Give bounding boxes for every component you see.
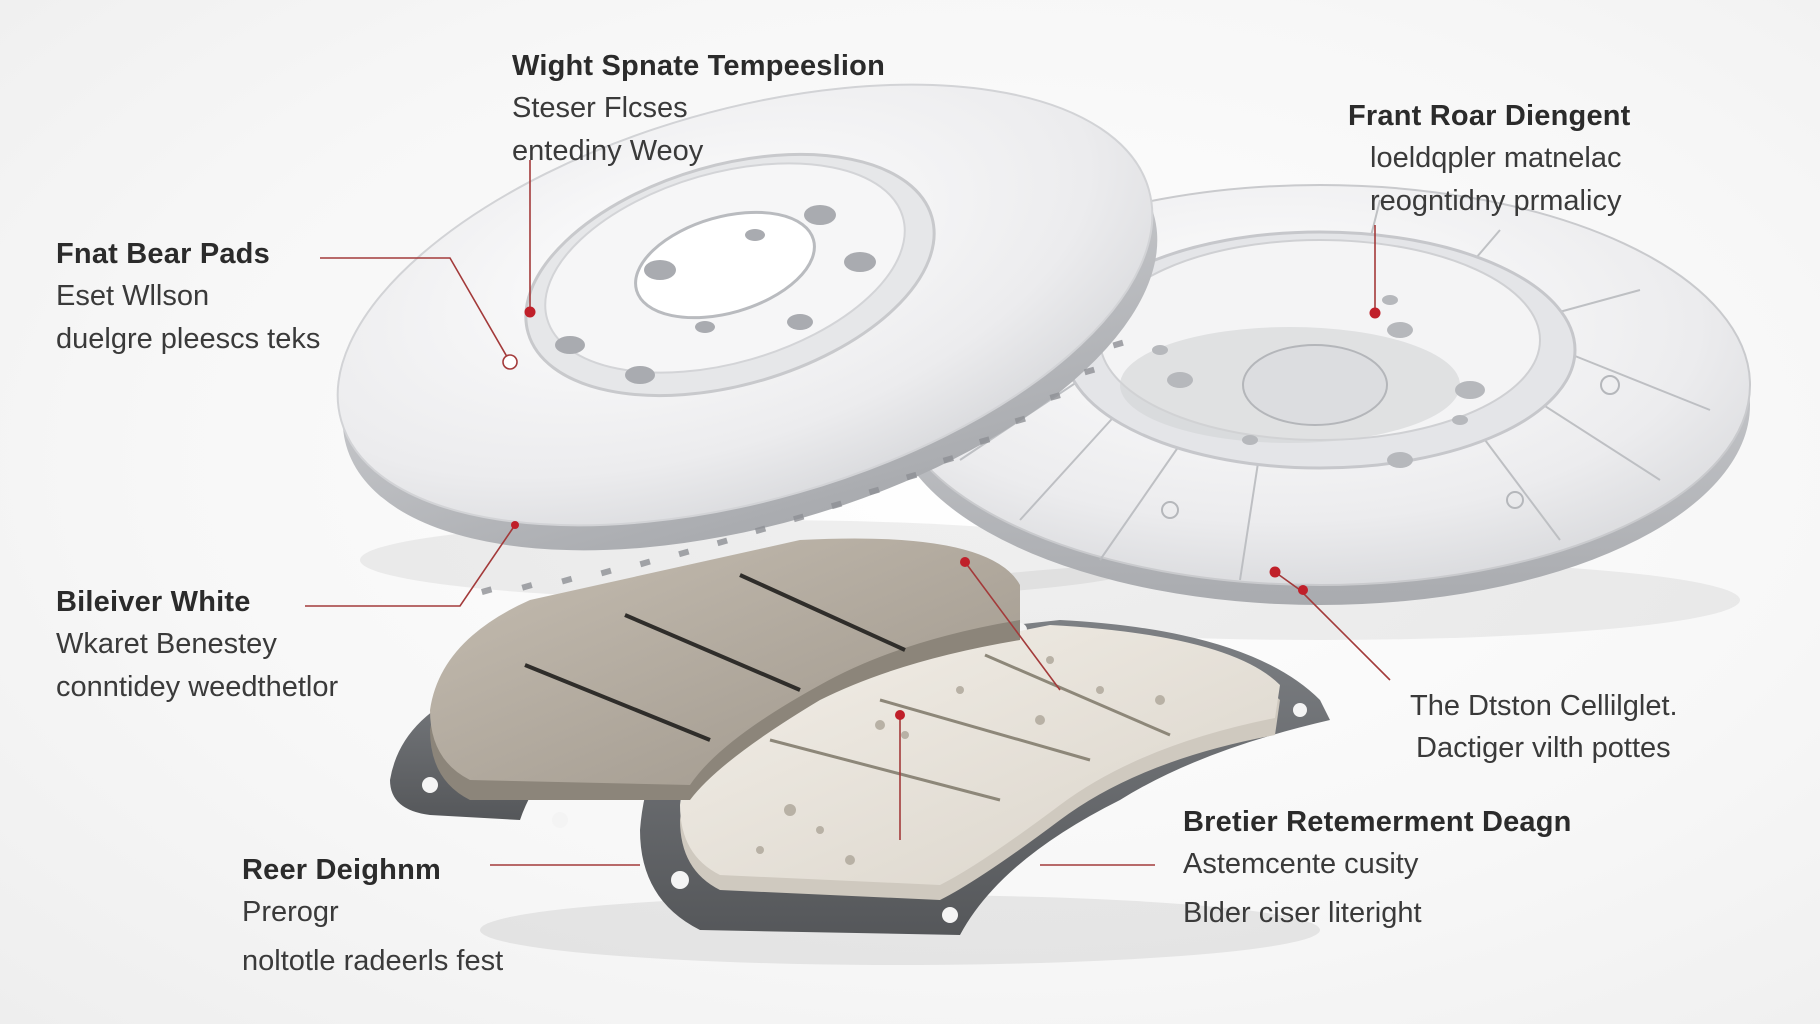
callout-white: Bileiver White Wkaret Benestey conntidey…: [56, 584, 338, 705]
callout-line: Steser Flcses: [512, 92, 688, 125]
callout-title: Bretier Retemerment Deagn: [1183, 806, 1572, 838]
callout-title: Fnat Bear Pads: [56, 238, 270, 270]
callout-line: loeldqpler matnelac: [1370, 142, 1622, 175]
callout-retirement: Bretier Retemerment Deagn Astemcente cus…: [1183, 804, 1572, 931]
callout-line: noltotle radeerls fest: [242, 944, 504, 977]
callout-line: Wkaret Benestey: [56, 628, 277, 661]
callout-title: Frant Roar Diengent: [1348, 100, 1631, 132]
callout-piston: The Dtston Cellilglet. Dactiger vilth po…: [1410, 682, 1678, 767]
callout-line: Blder ciser literight: [1183, 896, 1422, 929]
front-rotor: [336, 83, 1158, 595]
callout-weight: Wight Spnate Tempeeslion Steser Flcses e…: [512, 48, 885, 169]
callout-line: reogntidny prmalicy: [1370, 184, 1622, 217]
callout-line: duelgre pleescs teks: [56, 322, 321, 355]
callout-title: Wight Spnate Tempeeslion: [512, 50, 885, 82]
callout-rear: Reer Deighnm Prerogr noltotle radeerls f…: [242, 852, 503, 979]
callout-line: entediny Weoy: [512, 134, 704, 167]
callout-front-rear: Frant Roar Diengent loeldqpler matnelac …: [1348, 98, 1631, 219]
callout-title: Reer Deighnm: [242, 854, 441, 886]
callout-pads: Fnat Bear Pads Eset Wllson duelgre plees…: [56, 236, 320, 357]
marker-ring: [502, 354, 518, 370]
callout-line: The Dtston Cellilglet.: [1410, 690, 1678, 722]
callout-line: Astemcente cusity: [1183, 848, 1419, 881]
callout-line: Dactiger vilth pottes: [1416, 732, 1671, 765]
callout-line: Eset Wllson: [56, 280, 210, 313]
dark-brake-pad: [390, 538, 1020, 828]
callout-line: conntidey weedthetlor: [56, 670, 339, 703]
callout-line: Prerogr: [242, 896, 339, 929]
callout-title: Bileiver White: [56, 586, 251, 618]
marker-points: [511, 306, 1381, 720]
